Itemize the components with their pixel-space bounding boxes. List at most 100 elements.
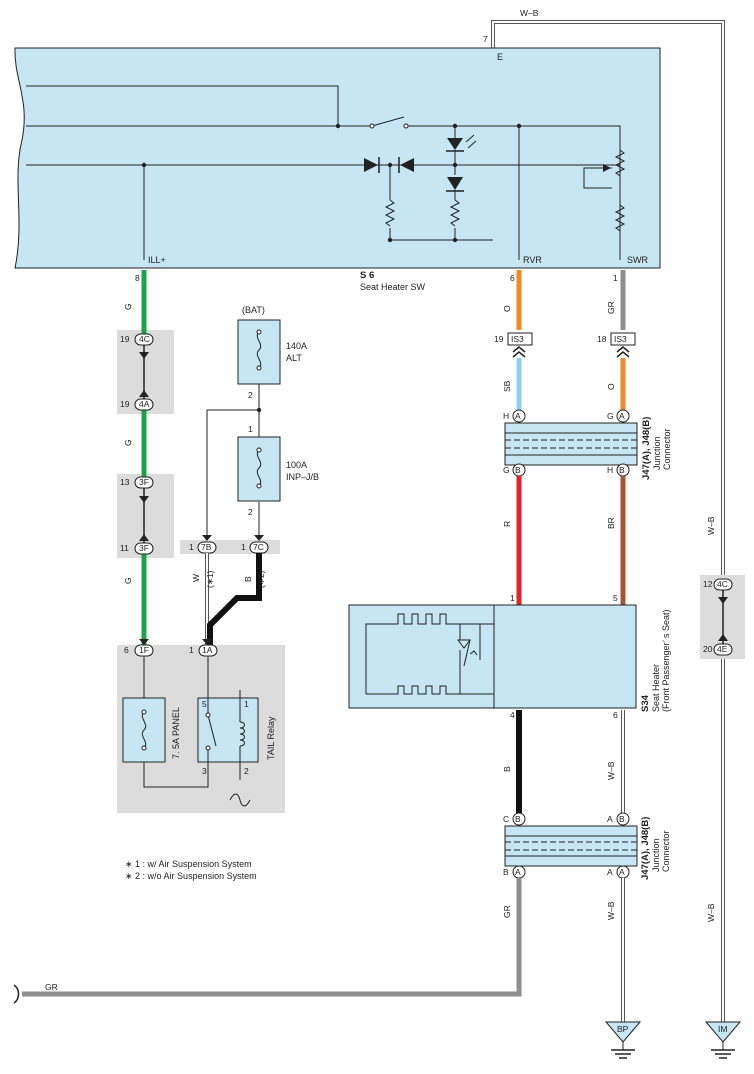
conn-r4c-pin: 12	[703, 579, 713, 589]
seat-heater-name1: Seat Heater	[651, 664, 661, 712]
jc-bottom-c: C	[503, 814, 509, 824]
pin-e: 7	[483, 34, 488, 44]
jc-top-h2: H	[607, 465, 613, 475]
alt-name: ALT	[286, 353, 302, 363]
jc-top-a1: A	[515, 411, 521, 421]
relay-coil-icon	[239, 721, 245, 747]
jc-bottom-b2: B	[515, 814, 521, 824]
conn-1f-text: 1F	[139, 645, 149, 655]
conn-7c: 7C	[253, 542, 264, 552]
conn-3f2-pin: 11	[120, 543, 129, 553]
wire-code-gr1: GR	[606, 301, 616, 314]
wire-code-o2: O	[606, 383, 616, 390]
bat-label: (BAT)	[242, 305, 265, 315]
inp-pin-bottom: 2	[248, 507, 253, 517]
wire-code-g3: G	[123, 577, 133, 584]
relay-pin-2: 2	[244, 766, 249, 776]
junction-connector-bottom	[504, 825, 638, 867]
conn-r4e-pin: 20	[703, 644, 713, 654]
seat-pin-5: 5	[613, 593, 618, 603]
wire-code-b: B	[243, 576, 253, 582]
jc-bottom-b1: B	[503, 867, 509, 877]
terminal-swr: SWR	[627, 255, 648, 265]
wire-code-gr3: GR	[45, 982, 58, 992]
jc-top-a2: A	[619, 411, 625, 421]
ground-bp-icon	[604, 1021, 642, 1059]
wire-code-gr2: GR	[502, 905, 512, 918]
jc-top-desc2: Connector	[662, 428, 672, 470]
note-2: ∗ 2 : w/o Air Suspension System	[125, 871, 257, 881]
wire-break-icon	[13, 984, 20, 1004]
seat-heater-element-icon	[365, 613, 494, 695]
seat-heater-sw-circuit	[26, 85, 621, 260]
alt-pin: 2	[248, 390, 253, 400]
seat-heater-controller-box	[493, 604, 637, 709]
wire-code-g1: G	[123, 303, 133, 310]
inp-name: INP–J/B	[286, 472, 319, 482]
jc-top-h1: H	[503, 411, 509, 421]
wire-code-sb: SB	[502, 380, 512, 392]
conn-3f1-pin: 13	[120, 477, 130, 487]
conn-4a-pin: 19	[120, 399, 130, 409]
terminal-rvr: RVR	[523, 255, 542, 265]
inp-fuse-box	[237, 436, 281, 502]
jc-bottom-b3: B	[619, 814, 625, 824]
ground-im-icon	[704, 1021, 742, 1059]
conn-is3a-pin: 19	[494, 334, 504, 344]
conn-1f-pin: 6	[124, 645, 129, 655]
pin-swr: 1	[613, 273, 618, 283]
jc-bottom-a4: A	[619, 867, 625, 877]
relay-pin-1: 1	[244, 699, 249, 709]
conn-7c-pin: 1	[241, 542, 246, 552]
conn-4a: 4A	[139, 399, 150, 409]
wire-code-wb-right2: W–B	[706, 903, 716, 922]
junction-dots	[141, 123, 522, 243]
relay-circuit	[207, 698, 241, 770]
wire-code-o1: O	[502, 305, 512, 312]
conn-is3b-pin: 18	[597, 334, 607, 344]
inp-pin-top: 1	[248, 424, 253, 434]
fuse-icon	[141, 711, 147, 749]
seat-pin-6: 6	[613, 710, 618, 720]
jc-bottom-desc1: Junction	[651, 838, 661, 872]
jc-bottom-a2: A	[607, 867, 613, 877]
connector-is3-b	[610, 332, 636, 346]
jc-bottom-name: J47(A), J48(B)	[640, 817, 651, 880]
seat-heater-name2: (Front Passenger’ s Seat)	[661, 609, 671, 712]
fuse-icon	[256, 331, 262, 369]
conn-3f1: 3F	[139, 477, 149, 487]
wire-code-top: W–B	[520, 8, 539, 18]
conn-is3a: IS3	[511, 334, 524, 344]
jc-top-name: J47(A), J48(B)	[641, 417, 652, 480]
connector-is3-a	[507, 332, 533, 346]
conn-r4c: 4C	[717, 579, 728, 589]
panel-fuse-label: 7. 5A PANEL	[171, 707, 181, 759]
wire-code-wb2: W–B	[606, 901, 616, 920]
conn-is3b: IS3	[614, 334, 627, 344]
jc-top-g2: G	[503, 465, 510, 475]
fuse-icon	[256, 449, 262, 487]
inp-rating: 100A	[286, 460, 307, 470]
conn-4c-pin: 19	[120, 334, 130, 344]
conn-r4e: 4E	[717, 644, 728, 654]
wire-b	[207, 553, 262, 645]
ground-wave-icon	[229, 793, 251, 807]
terminal-e: E	[497, 52, 503, 62]
junction-connector-top	[504, 422, 638, 466]
jc-bottom-lines	[505, 835, 637, 857]
diode-icon	[364, 157, 464, 192]
jc-top-b1: B	[515, 465, 521, 475]
tail-relay-label: TAIL Relay	[266, 716, 276, 760]
jc-bottom-desc2: Connector	[661, 830, 671, 872]
wire-gr2	[22, 878, 522, 997]
conn-4c: 4C	[139, 334, 150, 344]
terminal-ill: ILL+	[148, 255, 166, 265]
note-1: ∗ 1 : w/ Air Suspension System	[125, 859, 252, 869]
relay-pin-5: 5	[202, 699, 207, 709]
conn-7b: 7B	[201, 542, 212, 552]
seat-heater-sw-code: S 6	[360, 270, 374, 281]
tail-relay-box	[197, 697, 259, 763]
conn-7b-pin: 1	[189, 542, 194, 552]
pin-ill: 8	[135, 273, 140, 283]
